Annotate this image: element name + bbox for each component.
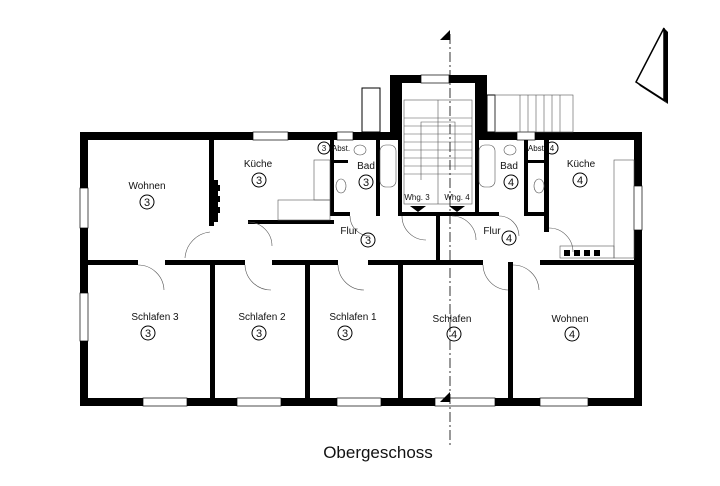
room-unit: 3 bbox=[363, 177, 369, 189]
room-unit: 3 bbox=[256, 328, 262, 340]
room-name: Bad bbox=[500, 161, 518, 172]
section-line bbox=[440, 30, 451, 446]
room-unit: 4 bbox=[451, 329, 457, 341]
apartment-door-label: Whg. 4 bbox=[444, 193, 470, 202]
room-unit: 3 bbox=[145, 328, 151, 340]
room-name: Wohnen bbox=[128, 181, 165, 192]
room-unit: 4 bbox=[577, 175, 583, 187]
room-name: Schlafen 2 bbox=[238, 312, 286, 323]
room-unit: 4 bbox=[550, 144, 555, 153]
room-name: Küche bbox=[244, 159, 273, 170]
kitchen-counters bbox=[214, 159, 635, 259]
room-name: Bad bbox=[357, 161, 375, 172]
staircase bbox=[403, 99, 473, 205]
room-name: Abst. bbox=[332, 144, 350, 153]
room-unit: 3 bbox=[144, 197, 150, 209]
room-unit: 3 bbox=[256, 175, 262, 187]
room-unit: 3 bbox=[342, 328, 348, 340]
room-labels: Wohnen 3 Küche 3 3 Abst. Bad 3 Flur 3 Sc… bbox=[128, 141, 596, 342]
interior-walls bbox=[88, 83, 634, 398]
room-unit: 4 bbox=[508, 177, 514, 189]
room-unit: 3 bbox=[322, 144, 327, 153]
room-name: Flur bbox=[483, 226, 501, 237]
north-arrow-icon bbox=[635, 27, 668, 104]
room-name: Flur bbox=[340, 226, 358, 237]
room-name: Wohnen bbox=[551, 314, 588, 325]
room-name: Abst. bbox=[528, 144, 546, 153]
plan-title: Obergeschoss bbox=[323, 443, 433, 462]
apartment-door-label: Whg. 3 bbox=[404, 193, 430, 202]
room-unit: 4 bbox=[506, 233, 512, 245]
sanitary-fixtures bbox=[335, 144, 545, 194]
apartment-door-markers bbox=[410, 206, 465, 212]
room-name: Schlafen bbox=[433, 314, 472, 325]
room-unit: 3 bbox=[365, 235, 371, 247]
balcony bbox=[494, 94, 574, 133]
room-unit: 4 bbox=[569, 329, 575, 341]
room-name: Schlafen 3 bbox=[131, 312, 179, 323]
room-name: Küche bbox=[567, 159, 596, 170]
door-swings bbox=[137, 215, 574, 291]
room-name: Schlafen 1 bbox=[329, 312, 377, 323]
